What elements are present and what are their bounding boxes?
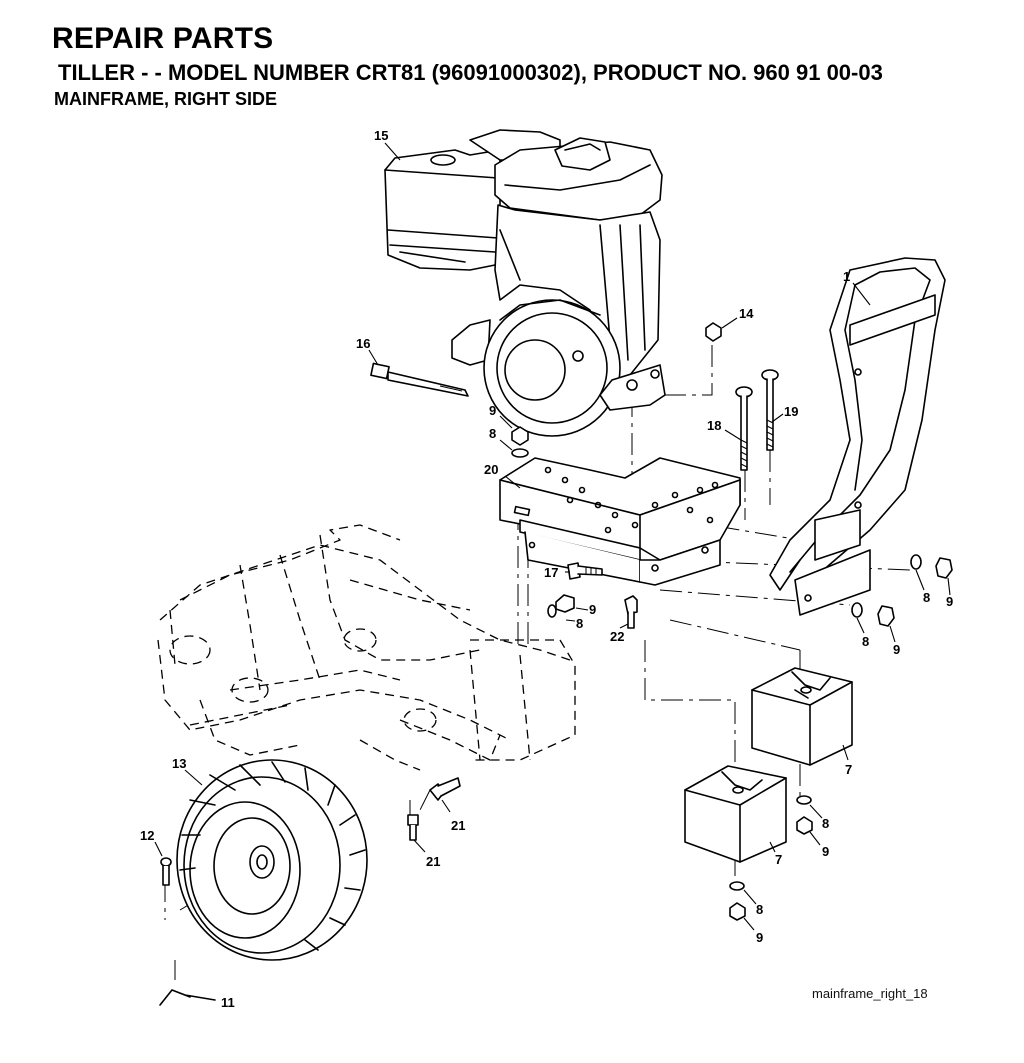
frame-bolts: [547, 562, 638, 629]
callout-9-bumper-lower: 9: [893, 642, 900, 657]
callout-8-bumper-lower: 8: [862, 634, 869, 649]
callout-15: 15: [374, 128, 388, 143]
callout-19: 19: [784, 404, 798, 419]
figure-caption: mainframe_right_18: [812, 986, 928, 1001]
tine-assembly-phantom: [157, 524, 576, 771]
cable-tie: [370, 362, 469, 397]
callout-9-engine: 9: [489, 403, 496, 418]
wheel: [176, 759, 368, 961]
callout-labels: 15 1 14 16 9 8 18 19 20 17 9 8 22 8 9 8 …: [140, 128, 953, 1010]
model-subtitle: TILLER - - MODEL NUMBER CRT81 (960910003…: [58, 60, 883, 85]
callout-7-upper: 7: [845, 762, 852, 777]
page-title: REPAIR PARTS: [52, 22, 274, 55]
callout-20: 20: [484, 462, 498, 477]
callout-18: 18: [707, 418, 721, 433]
callout-14: 14: [739, 306, 754, 321]
callout-21-upper: 21: [451, 818, 465, 833]
callout-8-bumper-upper: 8: [923, 590, 930, 605]
callout-9-bumper-upper: 9: [946, 594, 953, 609]
callout-9-block-upper: 9: [822, 844, 829, 859]
callout-17: 17: [544, 565, 558, 580]
callout-7-lower: 7: [775, 852, 782, 867]
bumper-hardware: [851, 554, 953, 627]
mainframe-bracket: [499, 457, 741, 586]
callout-12: 12: [140, 828, 154, 843]
callout-13: 13: [172, 756, 186, 771]
callout-22: 22: [610, 629, 624, 644]
clevis-pin: [160, 857, 172, 886]
engine: [384, 129, 666, 437]
callout-21-lower: 21: [426, 854, 440, 869]
callout-9-block-lower: 9: [756, 930, 763, 945]
shipping-blocks: [684, 667, 853, 921]
front-bumper: [769, 257, 946, 616]
bolts: [735, 369, 779, 471]
section-title: MAINFRAME, RIGHT SIDE: [54, 89, 277, 109]
callout-1: 1: [843, 269, 850, 284]
callout-8-engine: 8: [489, 426, 496, 441]
axle-bolts: [407, 777, 461, 841]
callout-16: 16: [356, 336, 370, 351]
callout-9-frame: 9: [589, 602, 596, 617]
callout-8-block-lower: 8: [756, 902, 763, 917]
callout-11: 11: [221, 995, 235, 1010]
leader-lines: [154, 142, 951, 931]
hairpin-clip: [159, 989, 216, 1006]
callout-8-frame: 8: [576, 616, 583, 631]
callout-8-block-upper: 8: [822, 816, 829, 831]
engine-hardware: [511, 322, 722, 458]
